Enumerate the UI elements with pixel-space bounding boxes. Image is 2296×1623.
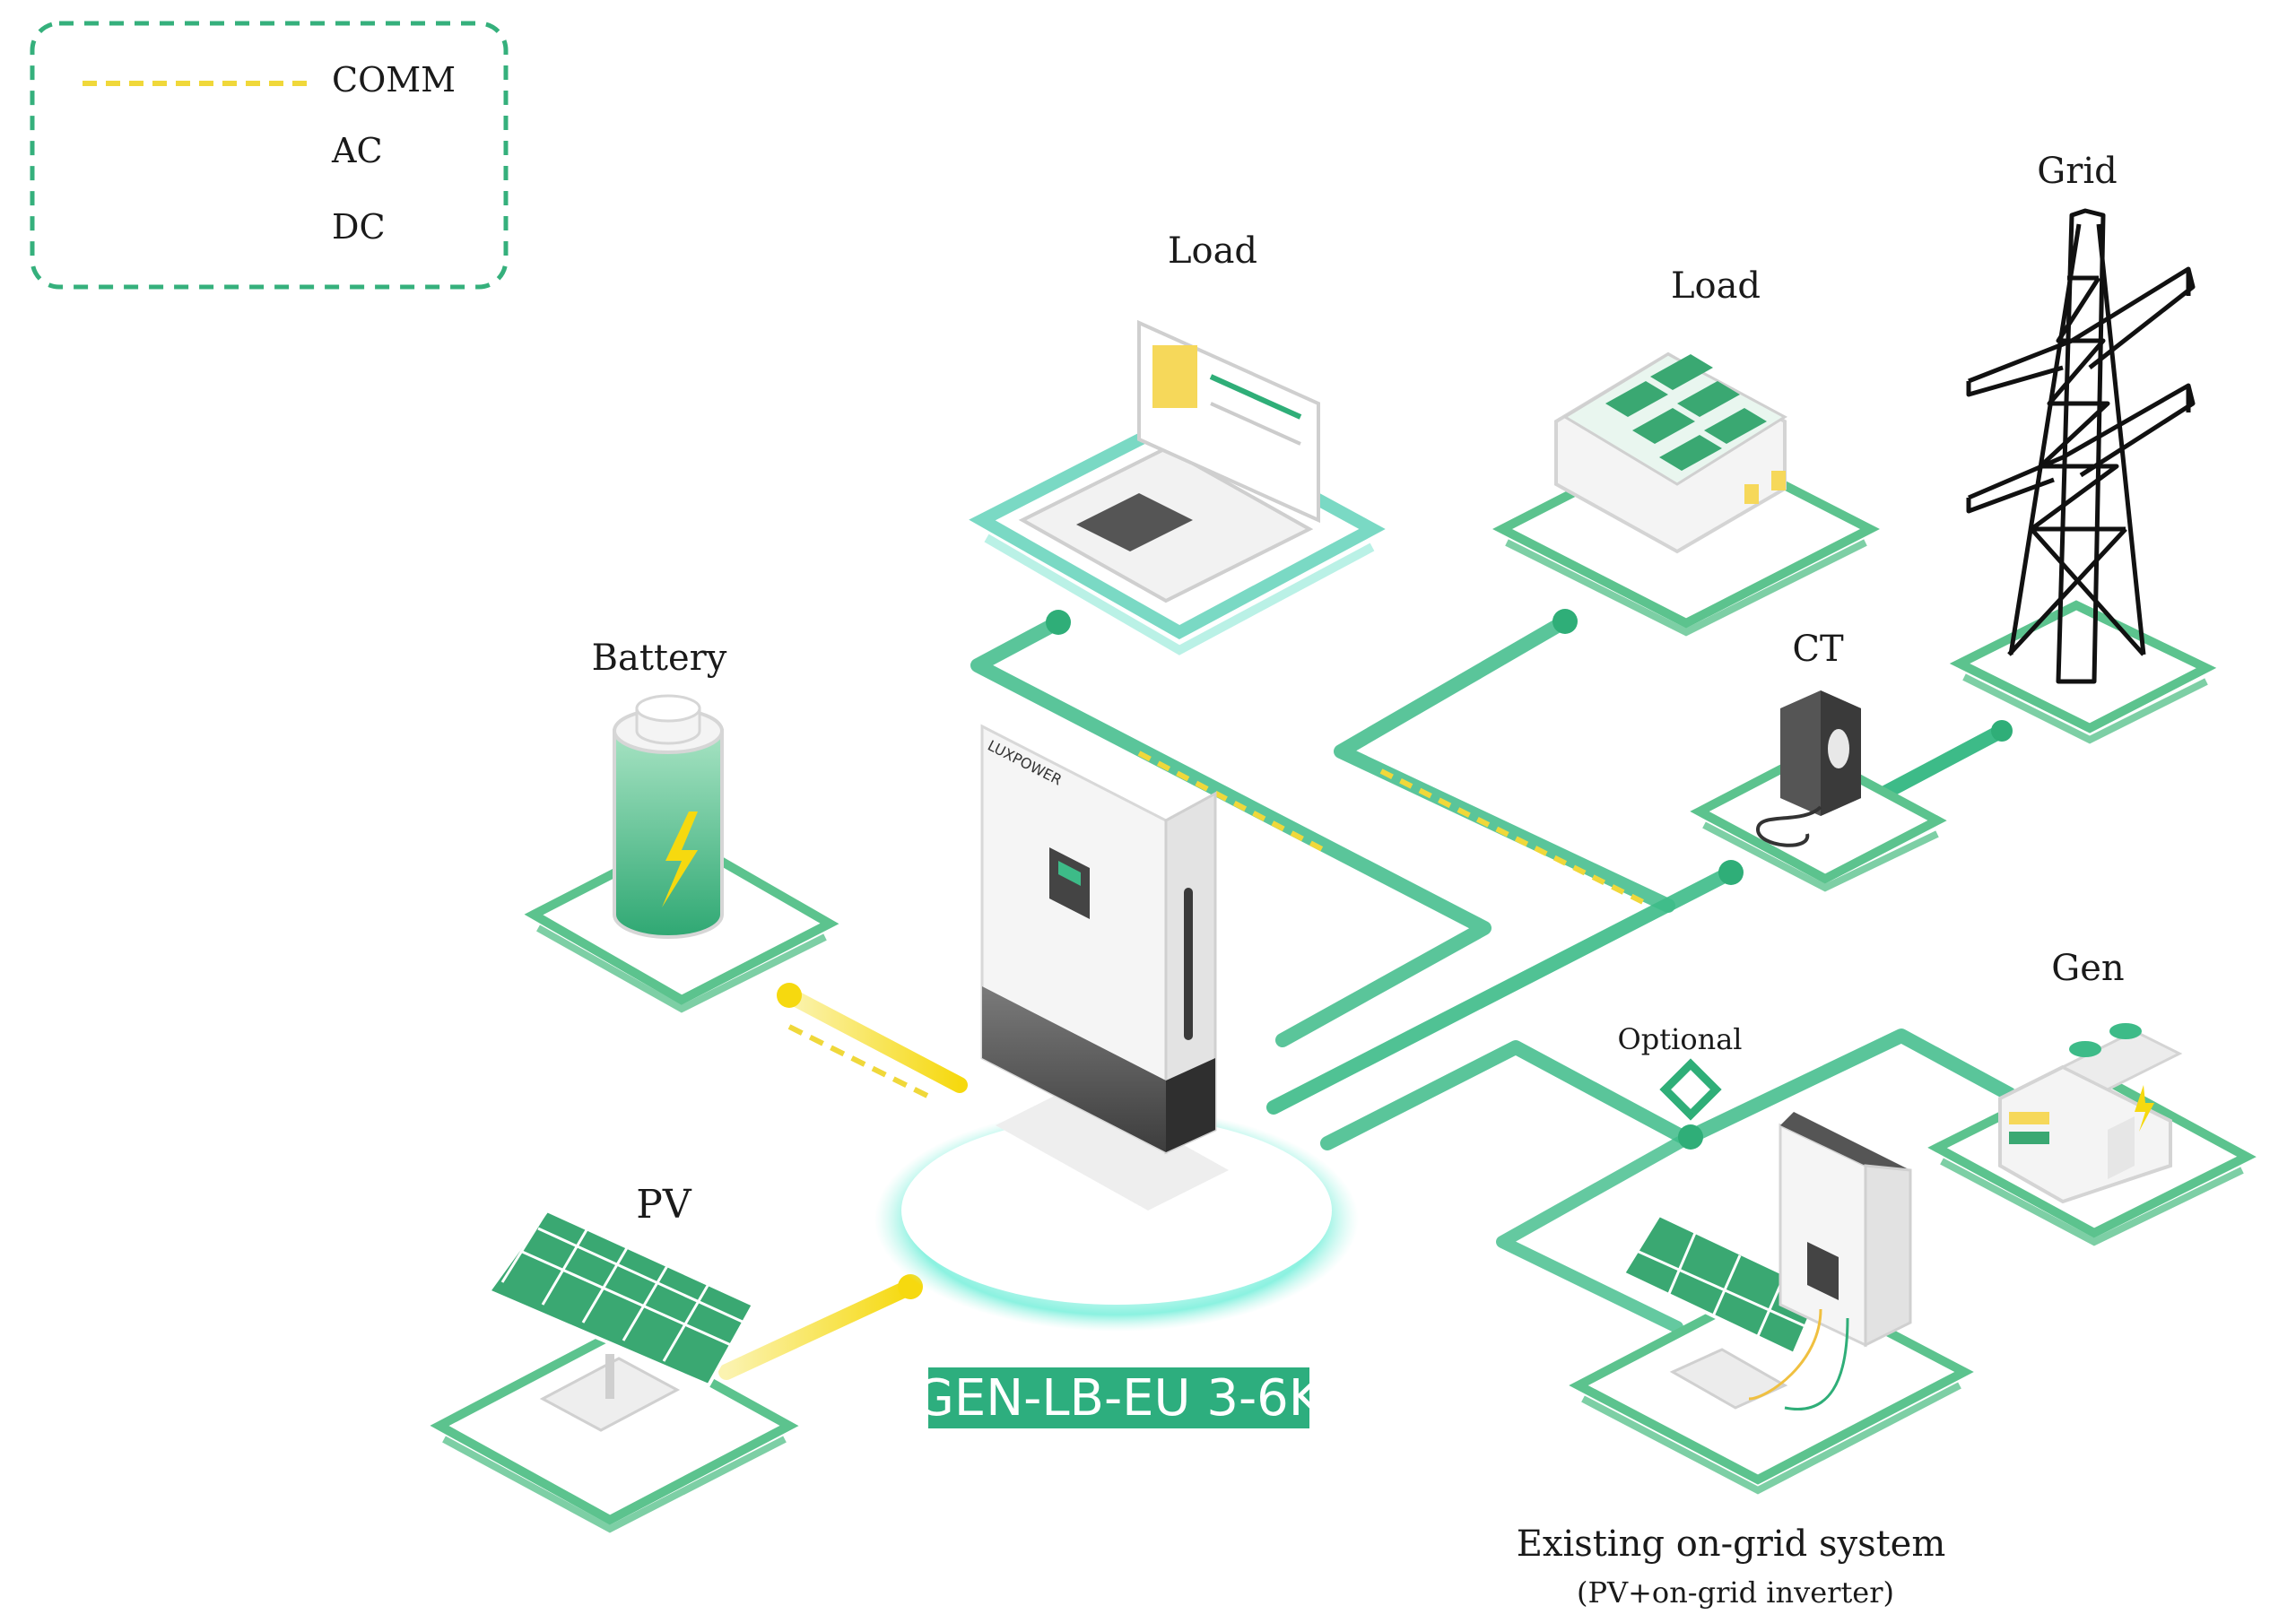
house-load — [1492, 352, 1880, 637]
grid-tower — [1949, 208, 2217, 744]
label-existing-title: Existing on-grid system — [1517, 1523, 1946, 1565]
node-dot-optional — [1678, 1124, 1703, 1150]
label-grid: Grid — [2037, 151, 2117, 192]
legend-ac-label: AC — [331, 131, 383, 170]
model-label: GEN-LB-EU 3-6K — [915, 1369, 1322, 1428]
labels: Load Load Grid Battery CT Gen PV Optiona… — [592, 151, 2125, 1610]
node-dot-ct — [1718, 860, 1744, 885]
legend-box — [30, 21, 509, 290]
battery-icon — [613, 729, 724, 939]
solar-panel-icon — [485, 1208, 756, 1388]
ct-platform — [1690, 748, 1947, 884]
ac-line-existing — [1496, 1133, 1692, 1333]
label-pv: PV — [636, 1182, 692, 1228]
inverter: LUXPOWER — [874, 724, 1359, 1332]
connections — [718, 609, 2016, 1380]
lightning-icon — [662, 812, 698, 907]
legend-dc-label: DC — [332, 207, 386, 247]
ac-line-laptop — [970, 615, 1492, 1047]
node-dot-laptop — [1046, 610, 1071, 635]
node-dot-grid — [1991, 720, 2013, 742]
node-dot-house — [1552, 609, 1578, 634]
battery-node — [524, 694, 839, 1013]
comm-line-battery — [787, 1024, 935, 1101]
node-dot-battery — [777, 983, 802, 1008]
existing-system-node — [1569, 1112, 1974, 1495]
label-optional: Optional — [1618, 1022, 1743, 1056]
label-ct: CT — [1792, 629, 1844, 670]
optional-switch-icon — [1659, 1058, 1722, 1121]
gen-node — [1927, 1023, 2257, 1246]
dc-line-pv — [718, 1279, 918, 1380]
label-load-house: Load — [1671, 265, 1761, 307]
ac-line-house — [1334, 614, 1675, 913]
grid-platform — [1949, 600, 2217, 733]
label-existing-sub: (PV+on-grid inverter) — [1577, 1575, 1894, 1610]
ac-line-grid-ct — [1876, 724, 2009, 801]
comm-line-laptop — [1137, 751, 1329, 855]
legend: COMM AC DC — [30, 21, 509, 290]
label-load-laptop: Load — [1168, 230, 1257, 272]
model-badge-bg — [928, 1367, 1309, 1428]
legend-comm-label: COMM — [332, 60, 456, 100]
pv-node — [430, 1208, 799, 1533]
ct-sensor — [1690, 690, 1947, 892]
dc-line-battery — [781, 987, 968, 1093]
tower-icon — [1966, 208, 2196, 684]
ac-line-grid — [1266, 865, 1738, 1115]
label-battery: Battery — [592, 638, 727, 679]
laptop-load — [969, 319, 1386, 655]
label-gen: Gen — [2051, 948, 2124, 989]
comm-line-ct — [1379, 768, 1652, 908]
model-badge: GEN-LB-EU 3-6K — [915, 1367, 1323, 1428]
